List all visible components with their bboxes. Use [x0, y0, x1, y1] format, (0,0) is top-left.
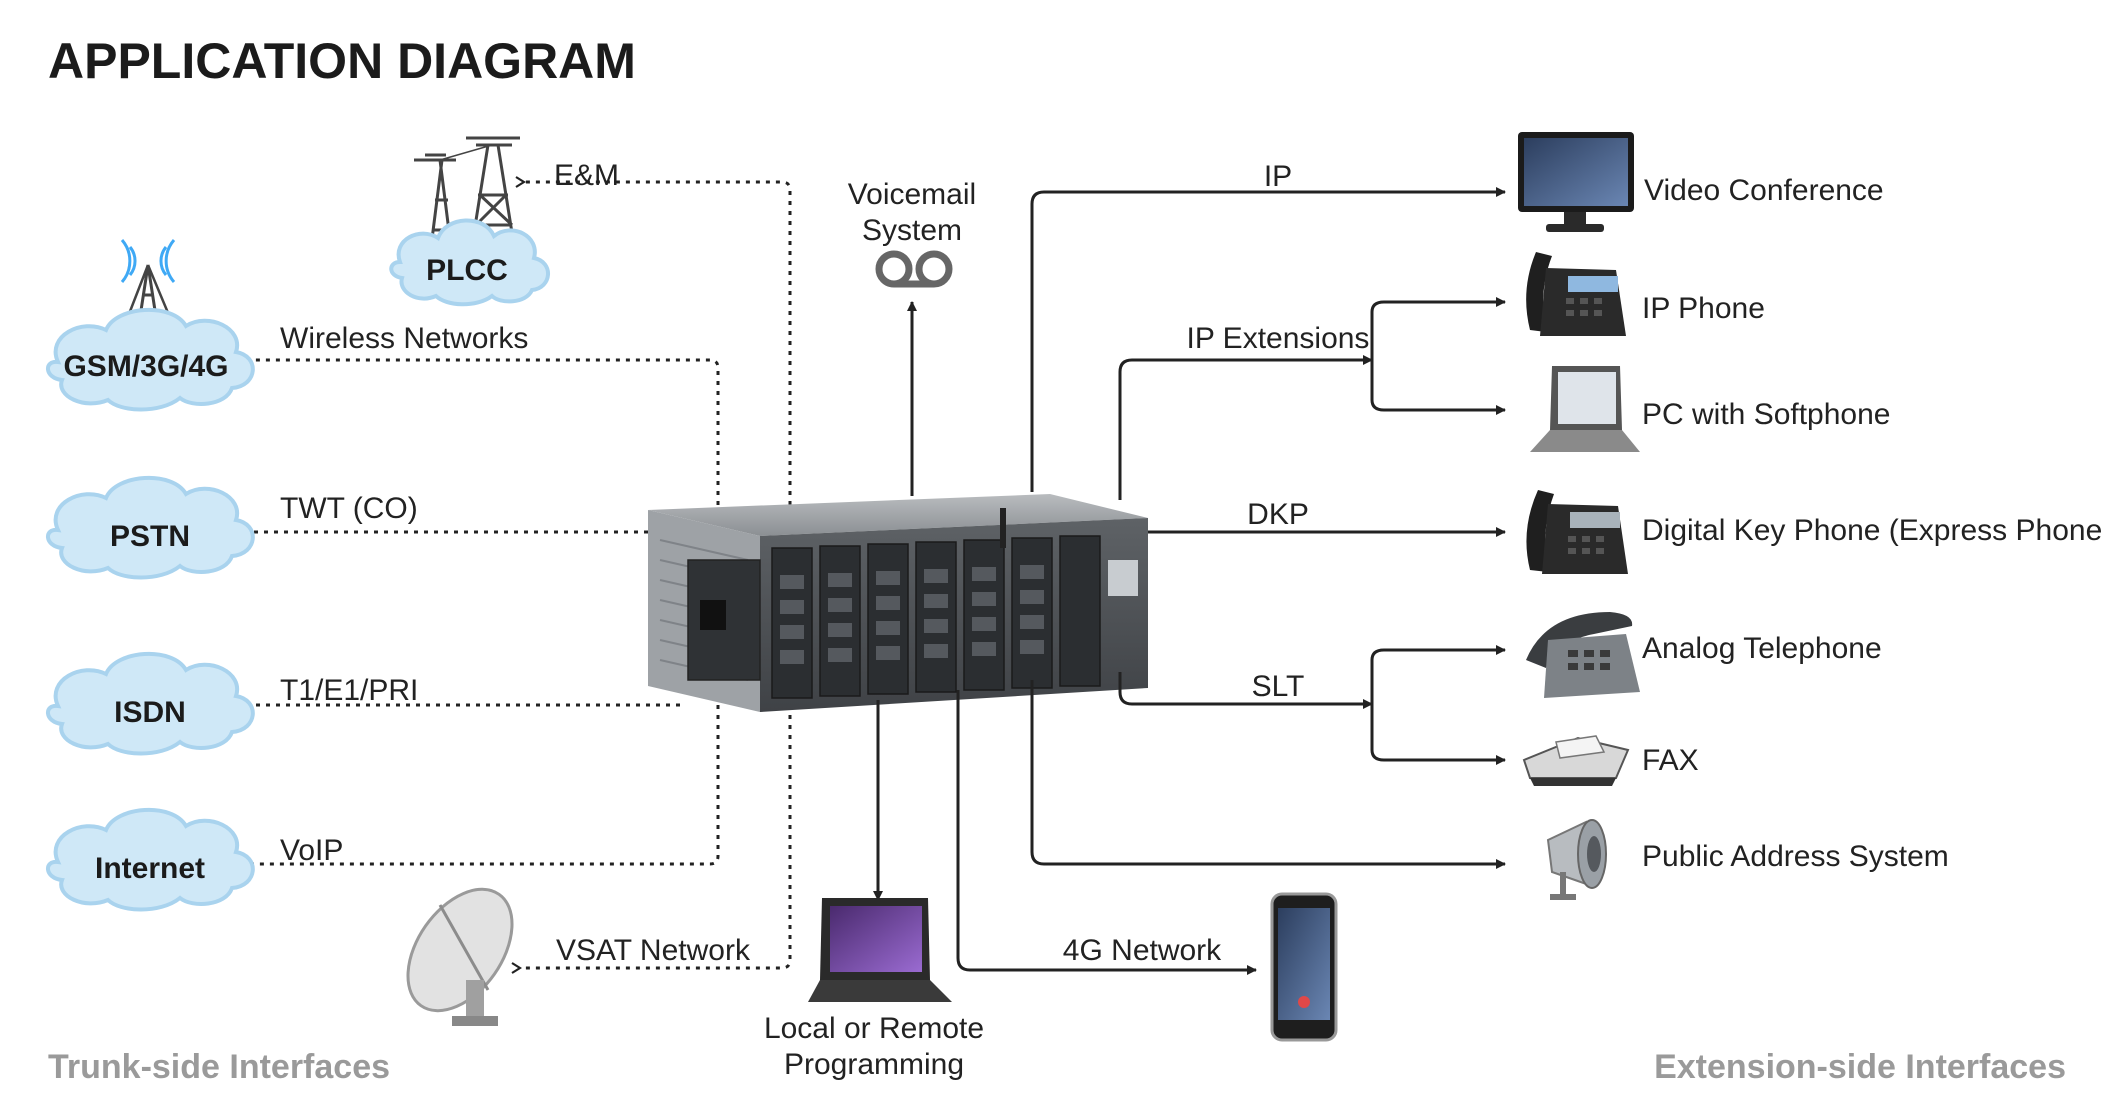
voip-link-line — [250, 705, 720, 864]
gsm-label: GSM/3G/4G — [63, 350, 228, 383]
softphone-label: PC with Softphone — [1642, 398, 1890, 431]
trunk-link-labels: E&M Wireless Networks TWT (CO) T1/E1/PRI… — [280, 159, 751, 967]
slot-cards — [771, 535, 1101, 699]
extension-link-labels: IP IP Extensions DKP SLT 4G Network — [1063, 160, 1370, 967]
cloud-internet: Internet — [46, 807, 255, 912]
trunk-side-label: Trunk-side Interfaces — [48, 1048, 390, 1086]
wireless-link-line — [250, 360, 720, 505]
laptop-icon — [1530, 366, 1640, 452]
pa-device: Public Address System — [1546, 819, 1949, 900]
cloud-pstn: PSTN — [46, 475, 255, 580]
video-conference-device: Video Conference — [1518, 132, 1884, 232]
wireless-label: Wireless Networks — [280, 322, 528, 355]
voicemail-label-line1: Voicemail — [848, 178, 976, 211]
ip-phone-device: IP Phone — [1526, 252, 1765, 336]
pbx-chassis — [648, 494, 1148, 712]
desk-phone-icon — [1526, 252, 1626, 336]
cloud-plcc: PLCC — [389, 136, 550, 307]
cloud-gsm: GSM/3G/4G — [46, 239, 255, 412]
smartphone-icon — [1270, 892, 1338, 1042]
em-label: E&M — [554, 159, 619, 192]
ip-ext-branch-softphone — [1370, 360, 1506, 415]
em-link-line — [524, 182, 792, 505]
ip-ext-branch — [1370, 297, 1506, 360]
loudspeaker-icon — [1546, 819, 1607, 900]
analog-phone-label: Analog Telephone — [1642, 632, 1882, 665]
pa-link-line — [1030, 680, 1506, 869]
softphone-device: PC with Softphone — [1530, 366, 1890, 452]
pstn-label: PSTN — [110, 520, 190, 553]
dkp-phone-device: Digital Key Phone (Express Phone) — [1526, 490, 2101, 574]
vsat-label: VSAT Network — [556, 934, 751, 967]
plcc-label: PLCC — [426, 254, 508, 287]
extension-side-label: Extension-side Interfaces — [1654, 1048, 2066, 1086]
programming-laptop: Local or Remote Programming — [764, 898, 984, 1081]
voicemail-icon — [875, 250, 953, 288]
mobile-device — [1270, 892, 1338, 1042]
dkp-phone-label: Digital Key Phone (Express Phone) — [1642, 514, 2101, 547]
ip-label: IP — [1264, 160, 1292, 193]
video-conference-label: Video Conference — [1644, 174, 1884, 207]
ip-ext-link-line — [1118, 358, 1372, 500]
trunk-links — [250, 182, 792, 968]
g4-link-line — [956, 690, 1257, 975]
voip-label: VoIP — [280, 834, 343, 867]
pa-label: Public Address System — [1642, 840, 1949, 873]
satellite-dish-icon — [406, 887, 514, 1026]
fax-device: FAX — [1522, 735, 1699, 786]
desk-phone-icon — [1526, 490, 1628, 574]
analog-phone-icon — [1526, 612, 1640, 698]
internet-label: Internet — [95, 852, 205, 885]
ip-phone-label: IP Phone — [1642, 292, 1765, 325]
g4-label: 4G Network — [1063, 934, 1222, 967]
center-links — [873, 301, 917, 901]
slt-branch-fax — [1370, 704, 1506, 765]
laptop-icon — [808, 898, 952, 1002]
slt-label: SLT — [1252, 670, 1305, 703]
fax-icon — [1522, 735, 1630, 786]
ip-ext-label: IP Extensions — [1187, 322, 1370, 355]
programming-label-line1: Local or Remote — [764, 1012, 984, 1045]
vsat-link-line — [520, 705, 792, 968]
monitor-icon — [1518, 132, 1634, 232]
page-title: APPLICATION DIAGRAM — [48, 33, 636, 89]
voicemail-label-line2: System — [862, 214, 962, 247]
slt-link-line — [1118, 672, 1373, 709]
isdn-label: ISDN — [114, 696, 186, 729]
slt-branch-analog — [1370, 645, 1506, 704]
t1-label: T1/E1/PRI — [280, 674, 418, 707]
voicemail-system: Voicemail System — [848, 178, 976, 288]
fax-label: FAX — [1642, 744, 1699, 777]
ip-link-line — [1030, 187, 1506, 492]
cloud-isdn: ISDN — [46, 651, 255, 756]
extension-links — [956, 187, 1506, 975]
analog-phone-device: Analog Telephone — [1526, 612, 1882, 698]
twt-label: TWT (CO) — [280, 492, 418, 525]
dkp-label: DKP — [1247, 498, 1309, 531]
programming-label-line2: Programming — [784, 1048, 964, 1081]
